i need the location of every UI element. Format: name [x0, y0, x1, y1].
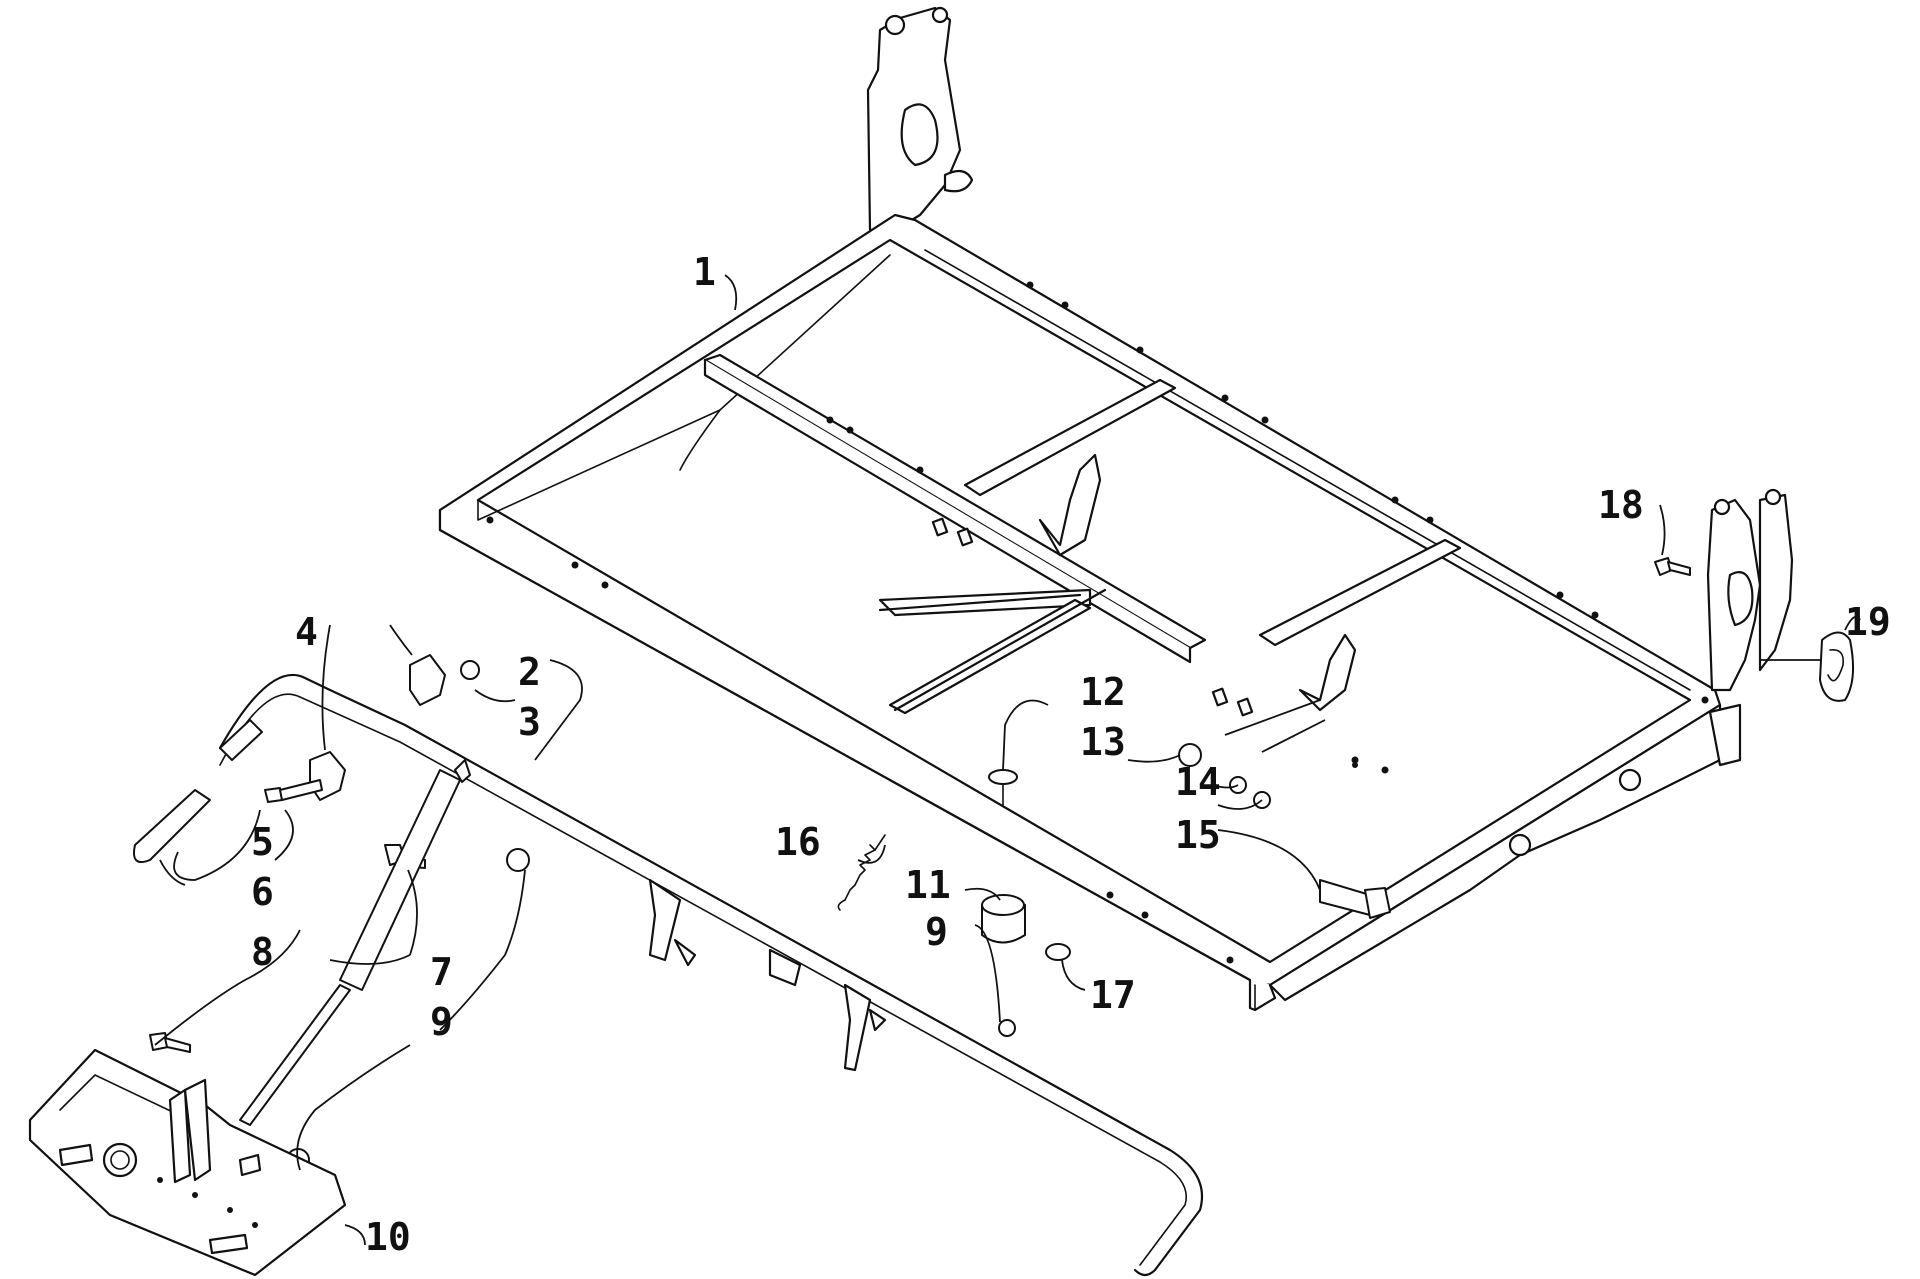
- callout-10: 10: [365, 1215, 411, 1259]
- callout-4: 4: [295, 610, 318, 654]
- seat-latch-plate: [28, 1048, 347, 1277]
- callout-9-right: 9: [925, 910, 948, 954]
- seat-frame: [438, 6, 1742, 1012]
- callout-1: 1: [693, 250, 716, 294]
- callout-8: 8: [251, 930, 274, 974]
- callout-3: 3: [518, 700, 541, 744]
- callout-16: 16: [775, 820, 821, 864]
- frame-holes: [486, 281, 1709, 964]
- callout-15: 15: [1175, 813, 1221, 857]
- callout-6: 6: [251, 870, 274, 914]
- bolt-part-18: [1654, 557, 1691, 576]
- callout-17: 17: [1090, 973, 1136, 1017]
- callout-18: 18: [1598, 483, 1644, 527]
- clip-part-19: [1819, 631, 1855, 702]
- callout-7: 7: [430, 950, 453, 994]
- clamp-parts: [264, 654, 480, 803]
- callout-19: 19: [1845, 600, 1891, 644]
- lever-rod: [133, 673, 1204, 1277]
- callout-5: 5: [251, 820, 274, 864]
- callout-9-left: 9: [430, 1000, 453, 1044]
- leader-lines: [154, 274, 1861, 1246]
- callout-14: 14: [1175, 760, 1221, 804]
- callout-13: 13: [1080, 720, 1126, 764]
- callout-labels: 1 2 3 4 5 6 7 8 9 9 10 11 12 13 14 15 16…: [251, 250, 1891, 1259]
- small-parts: [837, 743, 1391, 1037]
- callout-12: 12: [1080, 670, 1126, 714]
- right-side-bracket: [1706, 488, 1794, 692]
- callout-11: 11: [905, 863, 951, 907]
- callout-2: 2: [518, 650, 541, 694]
